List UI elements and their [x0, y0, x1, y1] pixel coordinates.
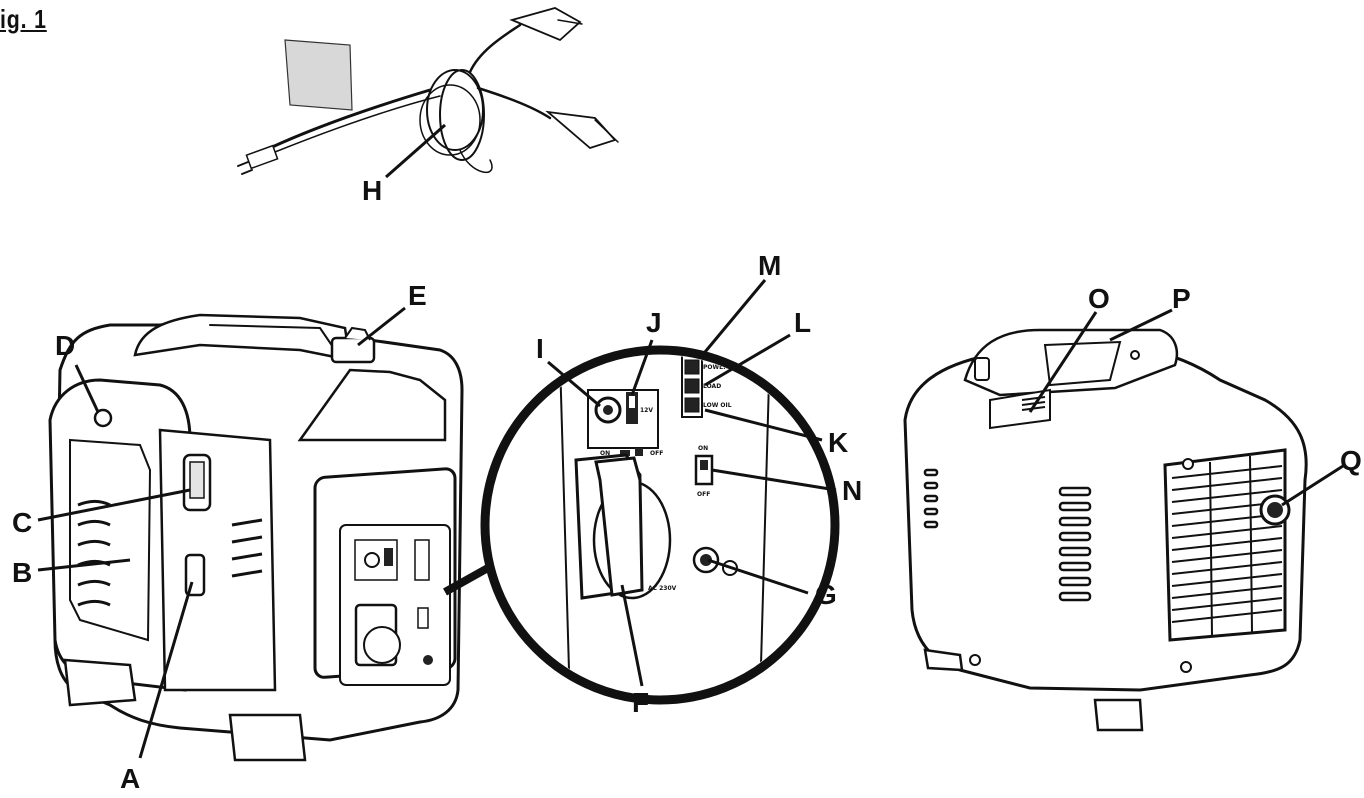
callout-k: K [828, 427, 848, 458]
generator-front-view [48, 313, 464, 762]
callout-g: G [815, 579, 837, 610]
callout-h: H [362, 175, 382, 206]
callout-p: P [1172, 283, 1191, 314]
ac-voltage-text: AC 230V [648, 585, 677, 592]
callout-d: D [55, 330, 75, 361]
callout-i: I [536, 333, 544, 364]
dc-on-text: ON [600, 450, 610, 457]
callout-e: E [408, 280, 427, 311]
callout-n: N [842, 475, 862, 506]
generator-rear-view [903, 328, 1308, 732]
switch-on-text: ON [698, 445, 708, 452]
dc-voltage-text: 12V [640, 407, 653, 414]
switch-off-text: OFF [697, 491, 710, 498]
power-lamp-text: POWER [703, 364, 728, 371]
dc-charging-cable-illustration [237, 7, 619, 175]
callout-b: B [12, 557, 32, 588]
callout-q: Q [1340, 445, 1362, 476]
leader-lines [37, 123, 1344, 759]
callout-j: J [646, 307, 662, 338]
callout-l: L [794, 307, 811, 338]
load-lamp-text: LOAD [703, 383, 721, 390]
callout-a: A [120, 763, 140, 794]
low-oil-lamp-text: LOW OIL [703, 402, 732, 409]
figure-title: ig. 1 [0, 4, 47, 34]
callout-labels: H D E C B A J I M L K N G F O P Q [12, 175, 1362, 794]
callout-o: O [1088, 283, 1110, 314]
callout-m: M [758, 250, 781, 281]
callout-c: C [12, 507, 32, 538]
control-panel-detail: 12V ON OFF POWER LOAD LOW OIL AC 230V ON… [443, 345, 840, 705]
dc-off-text: OFF [650, 450, 663, 457]
callout-f: F [632, 687, 649, 718]
